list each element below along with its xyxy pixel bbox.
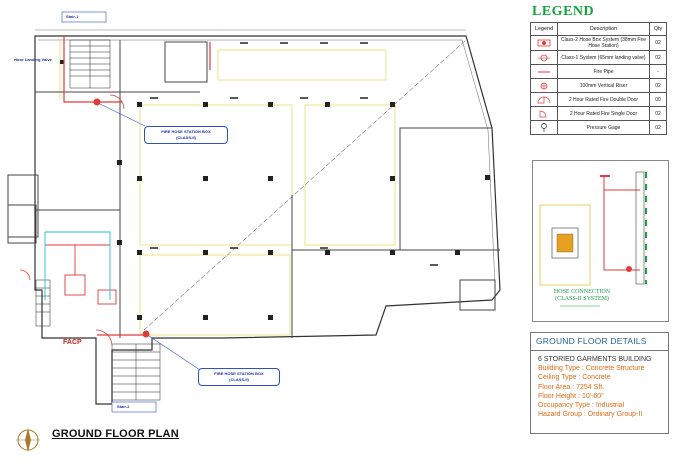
legend-qty: 02 bbox=[649, 35, 667, 51]
double-door-icon bbox=[537, 96, 551, 103]
legend-desc: 100mm Vertical Riser bbox=[557, 78, 650, 93]
single-door-icon bbox=[539, 110, 547, 117]
legend-table: Legend Description Qty Class-2 Hose Box … bbox=[530, 22, 667, 135]
legend-header: Qty bbox=[649, 22, 667, 36]
legend-qty: 02 bbox=[649, 78, 667, 93]
hose-connection-box bbox=[532, 160, 669, 322]
legend-desc: Pressure Gage bbox=[557, 120, 650, 135]
legend-row: Pressure Gage 02 bbox=[530, 120, 667, 135]
building-outline bbox=[34, 35, 501, 405]
interior-walls bbox=[7, 40, 500, 338]
diagonal-reference bbox=[143, 39, 467, 331]
legend-qty: 02 bbox=[649, 50, 667, 65]
legend-row: 100mm Vertical Riser 02 bbox=[530, 78, 667, 93]
landing-valve-label: Hose Landing Valve bbox=[14, 57, 52, 62]
stair-2-label: Stair-2 bbox=[117, 404, 130, 409]
plan-title: GROUND FLOOR PLAN bbox=[52, 428, 179, 440]
pipe-room-equipment bbox=[45, 244, 117, 305]
stair-2 bbox=[111, 343, 161, 401]
stair1-tag-box bbox=[61, 11, 107, 23]
fire-pipe-icon bbox=[538, 71, 550, 72]
vertical-riser-icon bbox=[540, 82, 548, 89]
details-line: Hazard Group : Ordinary Group-II bbox=[538, 411, 643, 419]
light-fixtures bbox=[150, 42, 438, 266]
legend-row: 2 Hour Rated Fire Single Door 02 bbox=[530, 106, 667, 121]
legend-desc: Fire Pipe bbox=[557, 64, 650, 79]
legend-qty: 02 bbox=[649, 106, 667, 121]
legend-title: LEGEND bbox=[532, 4, 595, 19]
fire-pipe-network bbox=[63, 36, 211, 336]
legend-desc: 2 Hour Rated Fire Single Door bbox=[557, 106, 650, 121]
legend-header: Legend bbox=[530, 22, 558, 36]
legend-row: Fire Pipe - bbox=[530, 64, 667, 79]
hose-connection-caption: HOSE CONNECTION (CLASS-II SYSTEM) bbox=[553, 289, 611, 302]
legend-row: Class-2 Hose Box System (38mm Fire Hose … bbox=[530, 35, 667, 51]
details-line: Ceiling Type : Concrete bbox=[538, 374, 611, 382]
legend-qty: 02 bbox=[649, 120, 667, 135]
facp-label: FACP bbox=[63, 339, 82, 346]
hose-box-2 bbox=[142, 330, 150, 338]
hose-station-callout-2: FIRE HOSE STATION BOX (CLASS-II) bbox=[198, 368, 280, 386]
legend-qty: 00 bbox=[649, 92, 667, 107]
legend-desc: 2 Hour Rated Fire Double Door bbox=[557, 92, 650, 107]
structural-columns bbox=[60, 60, 490, 320]
details-building: 6 STORIED GARMENTS BUILDING bbox=[538, 356, 652, 363]
legend-header: Description bbox=[557, 22, 650, 36]
legend-header-row: Legend Description Qty bbox=[530, 22, 667, 36]
details-line: Floor Area : 7254 Sft. bbox=[538, 383, 605, 391]
hose-connection-detail bbox=[539, 171, 647, 307]
legend-row: 2 Hour Rated Fire Double Door 00 bbox=[530, 92, 667, 107]
details-line: Floor Height : 10'-60" bbox=[538, 392, 604, 400]
details-line: Occupancy Type : Industrial bbox=[538, 402, 625, 410]
details-line: Building Type : Concrete Structure bbox=[538, 365, 645, 373]
cyan-pipes bbox=[44, 231, 111, 300]
legend-row: Class-1 System (65mm landing valve) 02 bbox=[530, 50, 667, 65]
hose-station-callout-1: FIRE HOSE STATION BOX (CLASS-II) bbox=[144, 126, 228, 144]
stair-1 bbox=[69, 39, 111, 89]
ground-floor-details-panel: GROUND FLOOR DETAILS 6 STORIED GARMENTS … bbox=[530, 332, 669, 434]
hose-box-1 bbox=[93, 98, 101, 106]
column-grid bbox=[59, 40, 396, 336]
legend-desc: Class-2 Hose Box System (38mm Fire Hose … bbox=[557, 35, 650, 51]
callout-leaders bbox=[99, 103, 201, 371]
stair-1-label: Stair-1 bbox=[66, 14, 79, 19]
north-arrow-icon bbox=[16, 428, 40, 452]
hose-box-icon bbox=[537, 39, 551, 47]
door-swings bbox=[19, 94, 125, 347]
stair2-tag-box bbox=[111, 401, 157, 413]
legend-desc: Class-1 System (65mm landing valve) bbox=[557, 50, 650, 65]
legend-qty: - bbox=[649, 64, 667, 79]
pressure-gage-icon bbox=[541, 123, 547, 132]
details-heading: GROUND FLOOR DETAILS bbox=[531, 333, 668, 351]
landing-valve-icon bbox=[538, 54, 550, 61]
side-stair bbox=[35, 279, 51, 327]
outline-inner bbox=[38, 39, 496, 287]
